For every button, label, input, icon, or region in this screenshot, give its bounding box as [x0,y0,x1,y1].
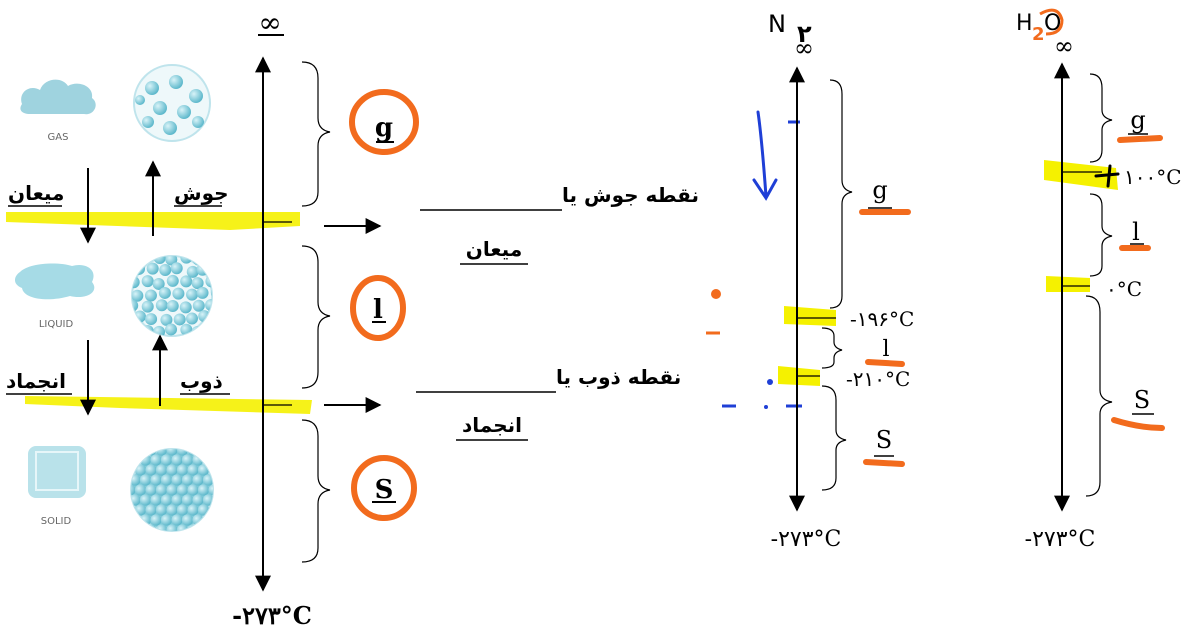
h2o-gas-brace [1089,73,1113,163]
h2o-gas-phase: g [1130,106,1145,134]
solid-label: SOLID [41,516,72,527]
liquid-circle [350,275,406,341]
n2-solid-phase: S [876,426,892,454]
n2-infinity-label: ∞ [794,34,814,62]
n2-liquid-phase: l [882,337,889,362]
gas-circle [349,89,419,155]
h2o-solid-phase: S [1134,386,1150,414]
n2-solid-brace [821,385,847,491]
melting-point-label-2: انجماد [462,413,522,437]
solid-ice-icon: SOLID [28,446,86,527]
melting-highlight [25,396,312,414]
melting-label: ذوب [180,369,223,393]
n2-title: N [768,10,786,38]
liquid-brace [301,245,331,389]
left-infinity-label: ∞ [258,6,281,39]
h2o-liquid-phase: l [1132,218,1140,246]
h2o-boiling-temp: ۱۰۰°C [1124,165,1182,189]
n2-bottom-temp: -۲۷۳°C [771,527,842,552]
blue-down-arrow [752,110,778,201]
n2-boiling-highlight [784,306,836,326]
n2-diagram: N ۲ ∞ g -۱۹۶°C l -۲۱۰°C S -۲۷۳°C [706,10,914,552]
n2-melting-temp: -۲۱۰°C [846,367,910,391]
boiling-point-label-1: نقطه جوش یا [562,183,699,207]
gas-label: GAS [48,132,69,143]
h2o-diagram: H 2 O ∞ g ۱۰۰°C l ۰°C S -۲۷۳°C [1016,8,1182,552]
plus-mark [1094,164,1120,188]
boiling-label: جوش [174,181,229,205]
left-gas-phase: g [375,113,393,143]
condensation-label: میعان [8,181,64,205]
n2-gas-brace [829,79,853,309]
solid-circle [351,455,417,521]
h2o-infinity-label: ∞ [1054,32,1074,60]
n2-subscript: ۲ [797,20,812,48]
h2o-liquid-brace [1089,193,1113,277]
h2o-title-2: 2 [1032,24,1045,45]
left-solid-phase: S [375,475,394,505]
liquid-label: LIQUID [39,319,74,330]
liquid-puddle-icon: LIQUID [15,263,95,330]
gas-particles-icon [133,64,211,142]
n2-gas-phase: g [872,176,887,204]
gas-cloud-icon: GAS [20,79,96,143]
h2o-bottom-temp: -۲۷۳°C [1025,527,1096,552]
solid-brace [301,419,331,563]
n2-liquid-brace [821,327,843,369]
h2o-melting-temp: ۰°C [1106,277,1142,301]
h2o-melting-highlight [1046,276,1090,292]
solid-particles-icon [130,448,214,532]
boiling-point-label-2: میعان [466,237,522,261]
liquid-particles-icon [131,255,213,337]
left-diagram: GAS LIQUID SOLID [6,6,699,630]
h2o-solid-brace [1085,295,1113,497]
left-bottom-temp: -۲۷۳°C [232,601,312,630]
gas-brace [301,61,331,207]
freezing-label: انجماد [6,369,66,393]
left-liquid-phase: l [373,295,383,325]
h2o-title-h: H [1016,11,1033,36]
melting-point-label-1: نقطه ذوب یا [556,365,681,389]
n2-boiling-temp: -۱۹۶°C [850,307,914,331]
